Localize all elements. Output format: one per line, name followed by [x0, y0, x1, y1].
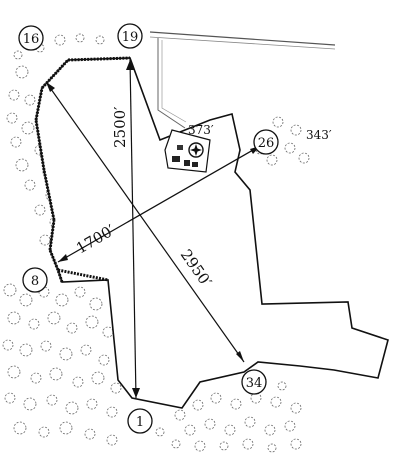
tree-cluster-bottom-right: [155, 375, 302, 453]
runway-end-1: 1: [127, 408, 153, 434]
road: [149, 31, 336, 129]
runway-end-26: 26: [253, 129, 279, 155]
hangar-area: [164, 129, 211, 173]
svg-text:34: 34: [246, 376, 263, 391]
tree-line-edge: [34, 56, 131, 283]
runway-8-26: [57, 145, 261, 263]
runway-end-16: 16: [18, 25, 44, 51]
length-label-2500: 2500′: [111, 106, 129, 148]
beacon-icon: [188, 142, 204, 158]
elevation-label-343: 343′: [306, 128, 332, 142]
elevation-label-373: 373′: [188, 123, 214, 137]
svg-text:19: 19: [122, 30, 139, 45]
runway-16-34: [45, 81, 245, 363]
dimension-arrows: [46, 60, 260, 398]
runway-end-8: 8: [22, 267, 48, 293]
runway-end-34: 34: [241, 369, 267, 395]
svg-text:16: 16: [23, 32, 40, 47]
runway-end-19: 19: [117, 23, 143, 49]
svg-text:26: 26: [258, 136, 275, 151]
tree-cluster-bottom-left: [2, 283, 122, 446]
runway-19-1: [129, 59, 137, 399]
svg-text:8: 8: [31, 274, 39, 289]
svg-text:1: 1: [136, 415, 144, 430]
